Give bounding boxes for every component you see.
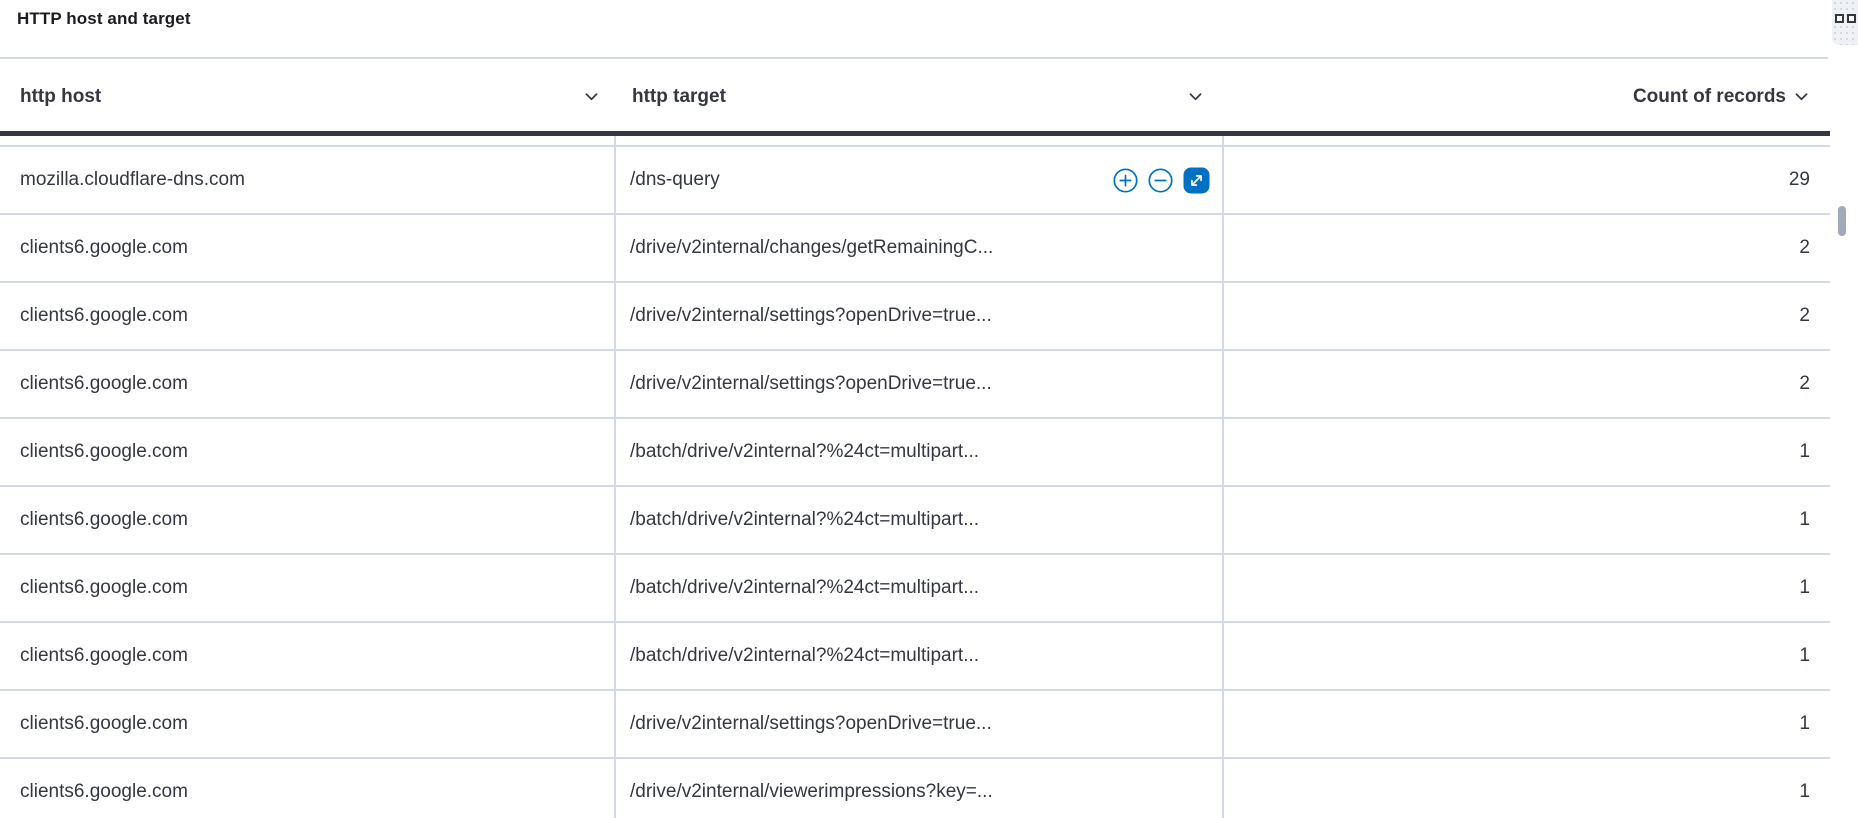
column-header-count-of-records[interactable]: Count of records <box>1224 62 1830 131</box>
cell-http-host[interactable]: clients6.google.com <box>0 691 616 757</box>
count-value: 2 <box>1799 237 1810 258</box>
two-squares-icon <box>1846 14 1856 23</box>
cell-http-host[interactable]: clients6.google.com <box>0 215 616 281</box>
column-header-http-host[interactable]: http host <box>0 62 616 131</box>
http-target-value: /drive/v2internal/changes/getRemainingC.… <box>630 237 994 258</box>
cell-count[interactable]: 1 <box>1224 487 1830 553</box>
vertical-scrollbar-thumb[interactable] <box>1838 206 1846 236</box>
http-target-value: /drive/v2internal/settings?openDrive=tru… <box>630 373 992 394</box>
header-bottom-border <box>0 131 1830 136</box>
cell-http-host[interactable]: clients6.google.com <box>0 487 616 553</box>
table-row: clients6.google.com /drive/v2internal/se… <box>0 283 1830 351</box>
cell-count[interactable]: 1 <box>1224 691 1830 757</box>
column-header-label: http host <box>20 85 102 107</box>
column-header-http-target[interactable]: http target <box>616 62 1224 131</box>
cell-http-host[interactable]: clients6.google.com <box>0 623 616 689</box>
http-target-value: /batch/drive/v2internal?%24ct=multipart.… <box>630 645 980 666</box>
chevron-down-icon[interactable] <box>1793 88 1810 105</box>
table-row: clients6.google.com /drive/v2internal/ch… <box>0 215 1830 283</box>
count-value: 1 <box>1799 645 1810 666</box>
count-value: 1 <box>1799 577 1810 598</box>
cell-count[interactable]: 2 <box>1224 215 1830 281</box>
chevron-down-icon[interactable] <box>583 88 600 105</box>
table-row: clients6.google.com /drive/v2internal/vi… <box>0 759 1830 818</box>
http-target-value: /batch/drive/v2internal?%24ct=multipart.… <box>630 441 980 462</box>
table-row: clients6.google.com /batch/drive/v2inter… <box>0 555 1830 623</box>
chevron-down-icon[interactable] <box>1187 88 1204 105</box>
http-target-value: /drive/v2internal/viewerimpressions?key=… <box>630 781 993 802</box>
table-row: clients6.google.com /batch/drive/v2inter… <box>0 623 1830 691</box>
http-host-value: mozilla.cloudflare-dns.com <box>20 169 245 190</box>
http-host-value: clients6.google.com <box>20 373 188 394</box>
table-row: clients6.google.com /drive/v2internal/se… <box>0 351 1830 419</box>
cell-http-target[interactable]: /drive/v2internal/settings?openDrive=tru… <box>616 283 1224 349</box>
filter-out-icon[interactable] <box>1148 167 1173 193</box>
count-value: 2 <box>1799 305 1810 326</box>
column-header-label: Count of records <box>1632 85 1786 107</box>
cell-http-target[interactable]: /drive/v2internal/settings?openDrive=tru… <box>616 351 1224 417</box>
table-row: mozilla.cloudflare-dns.com /dns-query <box>0 147 1830 215</box>
count-value: 1 <box>1799 509 1810 530</box>
table-body: mozilla.cloudflare-dns.com /dns-query <box>0 136 1830 818</box>
count-value: 1 <box>1799 713 1810 734</box>
http-host-value: clients6.google.com <box>20 441 188 462</box>
http-target-value: /dns-query <box>630 169 720 190</box>
count-value: 29 <box>1788 169 1810 190</box>
cell-http-target[interactable]: /dns-query <box>616 147 1224 213</box>
partial-scrolled-row <box>0 136 1830 147</box>
http-host-value: clients6.google.com <box>20 781 188 802</box>
cell-http-target[interactable]: /batch/drive/v2internal?%24ct=multipart.… <box>616 555 1224 621</box>
cell-http-host[interactable]: mozilla.cloudflare-dns.com <box>0 147 616 213</box>
cell-http-host[interactable]: clients6.google.com <box>0 555 616 621</box>
cell-count[interactable]: 29 <box>1224 147 1830 213</box>
http-target-value: /drive/v2internal/settings?openDrive=tru… <box>630 305 992 326</box>
cell-count[interactable]: 1 <box>1224 759 1830 818</box>
http-host-value: clients6.google.com <box>20 577 188 598</box>
count-value: 1 <box>1799 441 1810 462</box>
panel-title: HTTP host and target <box>17 9 191 28</box>
http-target-value: /batch/drive/v2internal?%24ct=multipart.… <box>630 577 980 598</box>
panel-corner-handle[interactable] <box>1832 0 1858 45</box>
cell-http-host[interactable]: clients6.google.com <box>0 283 616 349</box>
table-row: clients6.google.com /batch/drive/v2inter… <box>0 487 1830 555</box>
http-target-value: /batch/drive/v2internal?%24ct=multipart.… <box>630 509 980 530</box>
panel-title-divider <box>0 57 1828 59</box>
cell-count[interactable]: 1 <box>1224 555 1830 621</box>
cell-count[interactable]: 2 <box>1224 283 1830 349</box>
cell-count[interactable]: 2 <box>1224 351 1830 417</box>
cell-http-target[interactable]: /batch/drive/v2internal?%24ct=multipart.… <box>616 419 1224 485</box>
cell-http-target[interactable]: /batch/drive/v2internal?%24ct=multipart.… <box>616 623 1224 689</box>
filter-for-icon[interactable] <box>1113 167 1138 193</box>
cell-http-host[interactable]: clients6.google.com <box>0 419 616 485</box>
count-value: 1 <box>1799 781 1810 802</box>
table-header-row: http host http target Count of records <box>0 62 1830 131</box>
two-squares-icon <box>1834 14 1844 23</box>
cell-http-target[interactable]: /drive/v2internal/changes/getRemainingC.… <box>616 215 1224 281</box>
expand-cell-icon[interactable] <box>1183 167 1210 194</box>
cell-http-target[interactable]: /drive/v2internal/viewerimpressions?key=… <box>616 759 1224 818</box>
cell-http-host[interactable]: clients6.google.com <box>0 759 616 818</box>
cell-http-host[interactable]: clients6.google.com <box>0 351 616 417</box>
column-header-label: http target <box>632 85 726 107</box>
cell-http-target[interactable]: /batch/drive/v2internal?%24ct=multipart.… <box>616 487 1224 553</box>
count-value: 2 <box>1799 373 1810 394</box>
http-host-value: clients6.google.com <box>20 509 188 530</box>
cell-count[interactable]: 1 <box>1224 623 1830 689</box>
http-host-value: clients6.google.com <box>20 713 188 734</box>
cell-http-target[interactable]: /drive/v2internal/settings?openDrive=tru… <box>616 691 1224 757</box>
http-host-value: clients6.google.com <box>20 237 188 258</box>
cell-count[interactable]: 1 <box>1224 419 1830 485</box>
http-target-value: /drive/v2internal/settings?openDrive=tru… <box>630 713 992 734</box>
cell-hover-actions <box>1113 167 1210 194</box>
table-row: clients6.google.com /drive/v2internal/se… <box>0 691 1830 759</box>
http-host-value: clients6.google.com <box>20 645 188 666</box>
table-row: clients6.google.com /batch/drive/v2inter… <box>0 419 1830 487</box>
http-host-value: clients6.google.com <box>20 305 188 326</box>
